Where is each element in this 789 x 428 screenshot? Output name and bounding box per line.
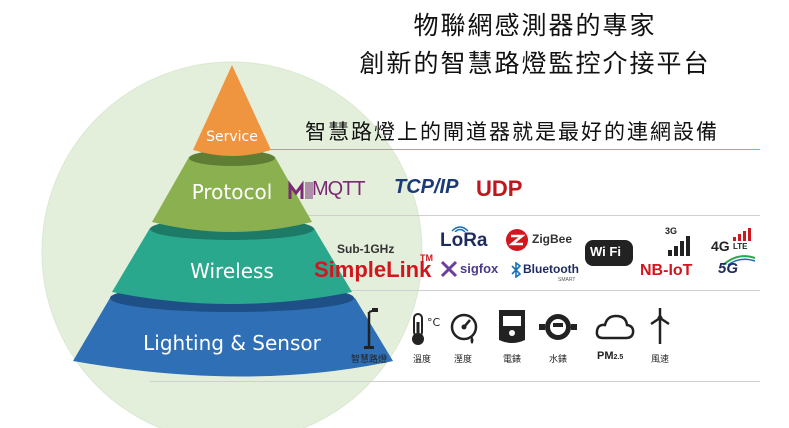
pyramid-layer-service (193, 65, 271, 156)
pm25-main-text: PM (597, 350, 614, 362)
electric-meter-icon (499, 310, 525, 343)
water-meter-icon (539, 314, 577, 340)
zigbee-text: ZigBee (532, 232, 573, 246)
layer-label-wireless: Wireless (190, 259, 274, 283)
sigfox-text: sigfox (460, 261, 499, 276)
pm25-label: PM2.5 (597, 344, 623, 363)
layer-label-lighting-sensor: Lighting & Sensor (143, 331, 321, 355)
layer-label-service: Service (206, 129, 258, 145)
bluetooth-text: Bluetooth (523, 262, 579, 276)
bluetooth-icon (511, 262, 522, 278)
simplelink-tm: TM (420, 253, 433, 263)
layer-label-protocol: Protocol (191, 180, 273, 204)
pm25-sub-text: 2.5 (613, 354, 624, 361)
title-line-1: 物聯網感測器的專家 (413, 11, 657, 40)
sensor-label-humidity: 溼度 (453, 355, 472, 365)
nbiot-logo: NB-IoT (640, 262, 693, 279)
divider-sensor (150, 381, 760, 382)
bluetooth-smart-text: SMART (558, 277, 576, 283)
mqtt-text: MQTT (312, 178, 366, 200)
sigfox-icon (440, 260, 458, 278)
zigbee-icon (506, 229, 528, 251)
5g-text: 5G (718, 260, 739, 277)
pm25-cloud-icon (595, 314, 635, 340)
street-light-icon (364, 308, 378, 349)
divider-protocol (252, 215, 760, 216)
sub1ghz-logo: Sub-1GHz (337, 242, 395, 256)
thermometer-icon: °C (412, 313, 440, 345)
divider-service (232, 149, 760, 150)
lte-text: LTE (733, 242, 748, 251)
title-line-2: 創新的智慧路燈監控介接平台 (359, 49, 711, 78)
tagline: 智慧路燈上的閘道器就是最好的連網設備 (305, 120, 719, 144)
wifi-text: Wi Fi (590, 244, 621, 259)
udp-logo: UDP (476, 176, 523, 201)
signal-bars-icon (668, 236, 690, 256)
lora-text: LoRa (440, 230, 488, 251)
divider-wireless (290, 290, 760, 291)
4g-text: 4G (711, 238, 730, 254)
3g-text: 3G (665, 226, 678, 236)
sensor-label-electric-meter: 電錶 (502, 355, 521, 365)
lora-signal-icon (451, 226, 469, 232)
sensor-label-temperature: 溫度 (412, 355, 431, 365)
mqtt-icon (288, 180, 313, 199)
5g-swoosh-icon (722, 255, 756, 266)
simplelink-logo: SimpleLink (314, 257, 432, 282)
sensor-label-water-meter: 水錶 (548, 355, 567, 365)
4g-signal-icon (733, 228, 751, 241)
sensor-label-street-light: 智慧路燈 (350, 355, 387, 365)
humidity-gauge-icon (450, 313, 478, 344)
wind-speed-icon (650, 308, 670, 344)
sensor-label-wind-speed: 風速 (650, 355, 669, 365)
tcpip-logo: TCP/IP (394, 176, 459, 198)
svg-text:°C: °C (427, 316, 440, 329)
wifi-logo: Wi Fi (585, 240, 633, 266)
